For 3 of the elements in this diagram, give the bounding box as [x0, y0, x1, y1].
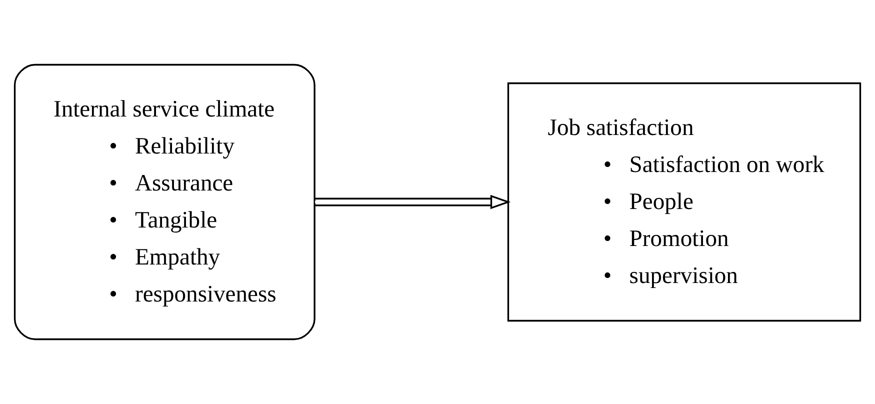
node-box: Internal service climate • Reliability • Assurance • Tangible • Empathy • responsiveness: [14, 64, 316, 340]
node-box: Job satisfaction • Satisfaction on work • People • Promotion • supervision: [507, 82, 862, 322]
arrow: [314, 194, 511, 210]
